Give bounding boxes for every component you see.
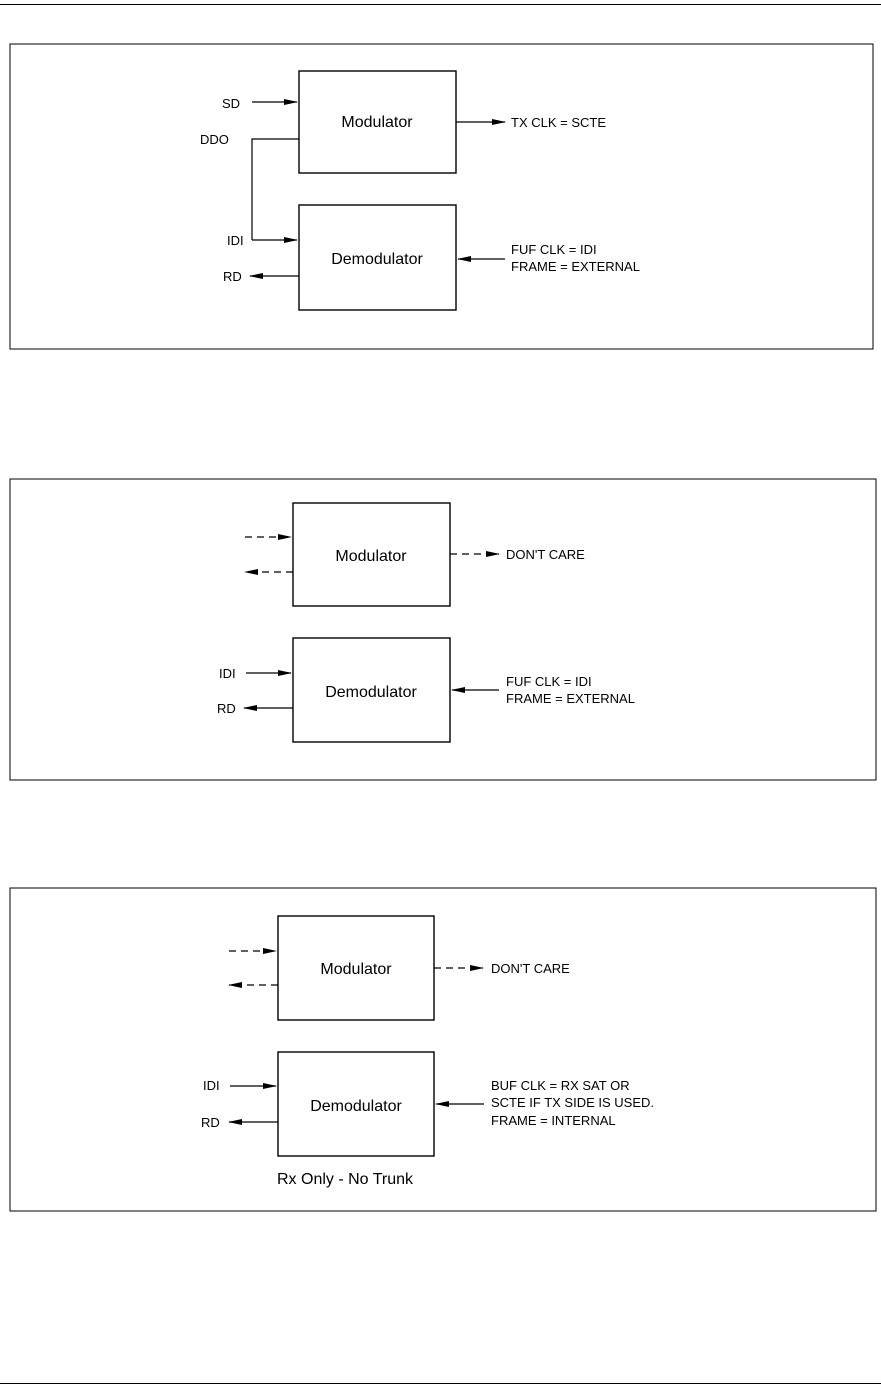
bottom-rule <box>0 1383 881 1384</box>
demodulator-box <box>292 637 451 743</box>
idi-label: IDI <box>219 666 236 681</box>
clk-line-2: FRAME = EXTERNAL <box>506 691 635 706</box>
modulator-label: Modulator <box>341 114 413 131</box>
clk-line-1: BUF CLK = RX SAT OR <box>491 1078 630 1093</box>
diagram-3-frame <box>9 887 877 1212</box>
clk-line-1: FUF CLK = IDI <box>511 242 597 257</box>
idi-label: IDI <box>203 1078 220 1093</box>
rd-label: RD <box>217 701 236 716</box>
modulator-box <box>298 70 457 174</box>
ddo-loop-wire <box>251 138 299 240</box>
tx-clk-label: TX CLK = SCTE <box>511 115 606 130</box>
modulator-box <box>292 502 451 607</box>
clk-line-2: SCTE IF TX SIDE IS USED. <box>491 1095 654 1110</box>
demodulator-label: Demodulator <box>331 251 423 268</box>
clk-line-2: FRAME = EXTERNAL <box>511 259 640 274</box>
idi-label: IDI <box>227 233 244 248</box>
demodulator-box <box>277 1051 435 1157</box>
modulator-box <box>277 915 435 1021</box>
sd-label: SD <box>222 96 240 111</box>
diagram-caption: Rx Only - No Trunk <box>277 1171 414 1188</box>
rd-label: RD <box>223 269 242 284</box>
diagram-1: Modulator Demodulator SD DDO IDI RD TX C… <box>9 43 874 350</box>
dont-care-label: DON'T CARE <box>506 547 585 562</box>
rd-label: RD <box>201 1115 220 1130</box>
modulator-label: Modulator <box>320 961 392 978</box>
clk-line-1: FUF CLK = IDI <box>506 674 592 689</box>
modulator-label: Modulator <box>335 548 407 565</box>
demodulator-label: Demodulator <box>325 684 417 701</box>
diagram-1-frame <box>9 43 874 350</box>
ddo-label: DDO <box>200 132 229 147</box>
diagram-2-frame <box>9 478 877 781</box>
demodulator-box <box>298 204 457 311</box>
demodulator-label: Demodulator <box>310 1098 402 1115</box>
clk-line-3: FRAME = INTERNAL <box>491 1113 616 1128</box>
top-rule <box>0 4 881 5</box>
dont-care-label: DON'T CARE <box>491 961 570 976</box>
diagram-3: Modulator Demodulator DON'T CARE IDI RD … <box>9 887 877 1212</box>
diagram-2: Modulator Demodulator DON'T CARE IDI RD … <box>9 478 877 781</box>
